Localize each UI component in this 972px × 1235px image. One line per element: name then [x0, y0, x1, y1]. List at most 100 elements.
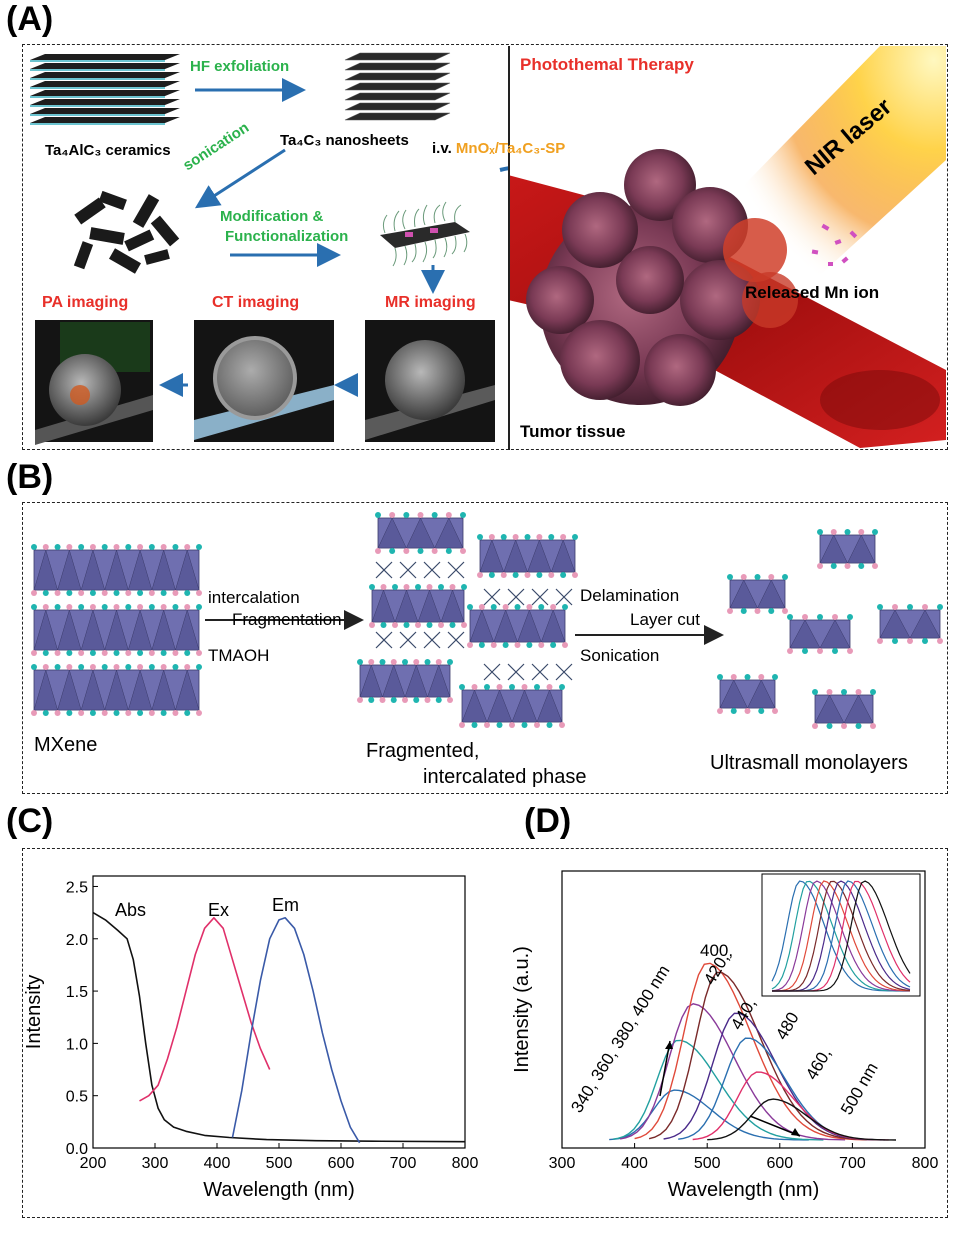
surface-atom	[78, 710, 85, 716]
inset-series-line-360	[771, 880, 910, 992]
surface-atom	[113, 710, 120, 716]
tmaoh-label: TMAOH	[208, 646, 270, 665]
surface-atom	[390, 697, 397, 703]
ceramic-layer	[30, 117, 180, 123]
slab-facet	[57, 549, 82, 591]
x-tick-label: 300	[549, 1155, 576, 1172]
nanosheet-layer	[344, 102, 451, 111]
surface-atom	[477, 572, 483, 578]
surface-atom	[137, 604, 144, 610]
ceramic-layer	[30, 99, 180, 105]
y-tick-label: 1.0	[66, 1036, 88, 1053]
surface-atom	[424, 697, 431, 703]
surface-atom	[42, 664, 49, 670]
panel-a-frame	[22, 44, 948, 450]
surface-atom	[782, 574, 788, 580]
surface-atom	[449, 622, 456, 628]
surface-atom	[113, 590, 120, 596]
fragmented-label-1: Fragmented,	[366, 740, 480, 762]
surface-atom	[375, 548, 381, 554]
surface-atom	[392, 622, 398, 628]
surface-atom	[89, 544, 96, 550]
series-line-360	[612, 1039, 824, 1141]
surface-atom	[137, 544, 144, 550]
mn-ion-particles	[811, 223, 858, 266]
surface-atom	[42, 604, 49, 610]
panel-b-illustration	[31, 512, 943, 729]
surface-atom	[855, 723, 862, 729]
surface-atom	[559, 684, 565, 690]
nanosheet-layer	[344, 72, 451, 81]
series-line-500	[707, 1098, 897, 1141]
sonication-arrow	[194, 148, 286, 209]
surface-atom	[113, 604, 120, 610]
photothermal-therapy-label: Photothemal Therapy	[520, 55, 694, 74]
sonication-b-label: Sonication	[580, 646, 660, 665]
surface-atom	[101, 590, 108, 596]
surface-atom	[560, 572, 567, 578]
surface-atom	[172, 544, 179, 550]
surface-atom	[424, 659, 431, 665]
slab-facet	[127, 609, 153, 651]
surface-atom	[496, 684, 503, 690]
surface-atom	[727, 608, 733, 614]
agent-label: MnOₓ/Ta₄C₃-SP	[455, 140, 566, 157]
surface-atom	[445, 512, 452, 518]
surface-atom	[546, 722, 553, 728]
surface-atom	[435, 659, 442, 665]
monolayer-flake	[812, 689, 876, 729]
layer-cut-label: Layer cut	[630, 610, 700, 629]
surface-atom	[526, 604, 533, 610]
series-line-abs	[92, 911, 466, 1143]
surface-atom	[196, 544, 202, 550]
surface-atom	[536, 572, 543, 578]
surface-atom	[847, 614, 853, 620]
intercalation-label: intercalation	[208, 588, 300, 607]
y-axis-label: Intensity (a.u.)	[511, 946, 533, 1073]
surface-atom	[172, 710, 179, 716]
surface-atom	[459, 722, 465, 728]
surface-atom	[459, 684, 465, 690]
surface-atom	[817, 648, 823, 654]
surface-atom	[402, 659, 408, 665]
surface-atom	[534, 684, 540, 690]
surface-atom	[768, 608, 775, 614]
x-tick-label: 400	[621, 1155, 648, 1172]
surface-atom	[907, 604, 913, 610]
tmaoh-molecule	[399, 631, 417, 649]
surface-atom	[858, 529, 865, 535]
surface-atom	[461, 584, 467, 590]
fragment-layer	[375, 512, 466, 554]
wavelength-annotation: 500 nm	[837, 1059, 882, 1118]
surface-atom	[562, 642, 568, 648]
surface-atom	[431, 548, 438, 554]
red-shift-arrow	[749, 1115, 801, 1137]
surface-atom	[559, 722, 565, 728]
surface-atom	[460, 512, 466, 518]
surface-atom	[160, 650, 167, 656]
surface-atom	[31, 544, 37, 550]
surface-atom	[172, 590, 179, 596]
surface-atom	[184, 604, 191, 610]
fragmentation-label: Fragmentation	[232, 610, 342, 629]
surface-atom	[357, 659, 363, 665]
surface-atom	[125, 544, 132, 550]
surface-atom	[872, 563, 878, 569]
slab-facet	[175, 549, 200, 591]
surface-atom	[415, 622, 421, 628]
surface-atom	[572, 534, 578, 540]
surface-atom	[841, 723, 847, 729]
wavelength-annotation: 400,	[700, 941, 733, 960]
x-tick-label: 500	[266, 1155, 293, 1172]
tmaoh-molecule	[399, 561, 417, 579]
surface-atom	[137, 590, 144, 596]
surface-atom	[855, 689, 862, 695]
inset-series-line-380	[771, 880, 910, 992]
surface-atom	[744, 708, 751, 714]
surface-atom	[89, 664, 96, 670]
surface-atom	[89, 710, 96, 716]
surface-atom	[389, 548, 396, 554]
surface-atom	[31, 664, 37, 670]
mxene-label: MXene	[34, 734, 98, 756]
surface-atom	[78, 650, 85, 656]
